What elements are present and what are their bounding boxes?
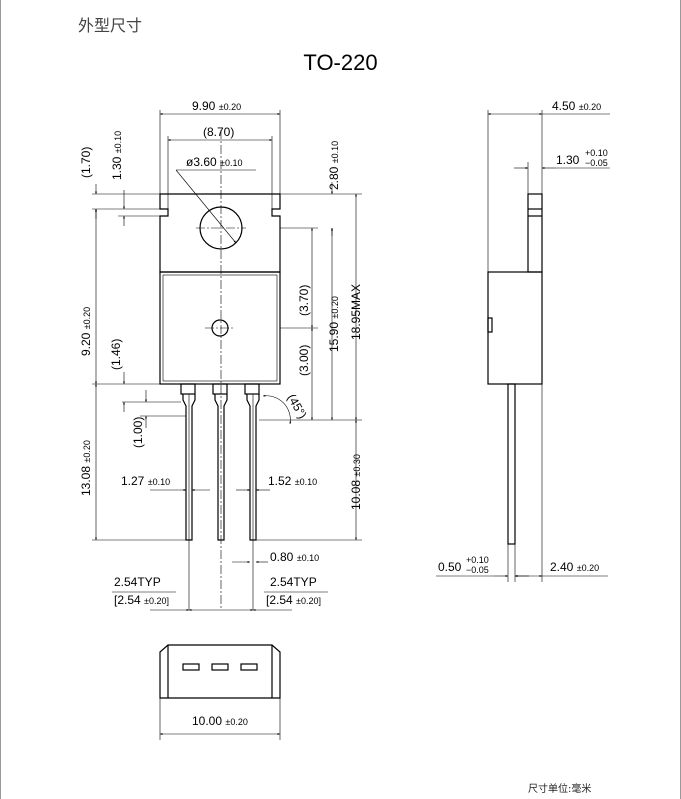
front-dimensions [92, 110, 362, 611]
dim-0.80: 0.80 ±0.10 [270, 550, 319, 564]
dim-10.00: 10.00 ±0.20 [192, 714, 248, 728]
dim-pitch-left-bracket: [2.54 ±0.20] [114, 593, 169, 607]
dim-4.50: 4.50 ±0.20 [552, 99, 601, 113]
dim-1.30-up: +0.10 [585, 148, 608, 158]
dim-1.46: (1.46) [109, 339, 123, 370]
dim-2.40: 2.40 ±0.20 [550, 560, 599, 574]
dim-0.50-up: +0.10 [466, 555, 489, 565]
dim-0.50: 0.50 [438, 560, 462, 574]
dim-9.90: 9.90 ±0.20 [192, 99, 241, 113]
dim-1.52: 1.52 ±0.10 [268, 474, 317, 488]
bottom-view: 10.00 ±0.20 [159, 644, 281, 740]
tab-outline [159, 193, 281, 273]
dim-3.00: (3.00) [297, 345, 311, 376]
dim-9.20: 9.20 ±0.20 [79, 307, 93, 356]
dim-2.80: 2.80 ±0.10 [327, 141, 341, 190]
dim-18.95max: 18.95MAX [349, 284, 363, 340]
dim-angle: (45°) [284, 392, 309, 422]
dim-1.70: (1.70) [79, 147, 93, 178]
dim-13.08: 13.08 ±0.20 [79, 440, 93, 496]
side-tab [527, 193, 543, 273]
dim-hole: ø3.60 ±0.10 [186, 155, 243, 169]
lead-2 [214, 394, 228, 541]
side-view: 4.50 ±0.20 1.30 +0.10 −0.05 0.50 +0.10 −… [436, 99, 610, 582]
front-view [159, 130, 281, 610]
dim-0.50-dn: −0.05 [466, 565, 489, 575]
side-lead [507, 383, 516, 545]
dim-15.90: 15.90 ±0.20 [327, 296, 341, 352]
dim-1.30-thk: 1.30 [556, 153, 580, 167]
dim-1.30-dn: −0.05 [585, 158, 608, 168]
dim-3.70: (3.70) [297, 285, 311, 316]
dim-10.08: 10.08 ±0.30 [349, 454, 363, 510]
dim-1.27: 1.27 ±0.10 [121, 474, 170, 488]
units-note: 尺寸单位:毫米 [528, 784, 592, 795]
dim-pitch-left: 2.54TYP [114, 575, 161, 589]
dim-8.70: (8.70) [203, 125, 234, 139]
dim-pitch-right: 2.54TYP [270, 575, 317, 589]
dim-1.00: (1.00) [131, 417, 145, 448]
header-title: 外型尺寸 [78, 16, 143, 35]
dim-1.30: 1.30 ±0.10 [110, 131, 124, 180]
package-title: TO-220 [303, 50, 378, 75]
dim-pitch-right-bracket: [2.54 ±0.20] [266, 593, 321, 607]
side-body [487, 271, 543, 385]
front-dimension-labels: 9.90 ±0.20 (8.70) ø3.60 ±0.10 (1.70) 1.3… [79, 99, 363, 607]
